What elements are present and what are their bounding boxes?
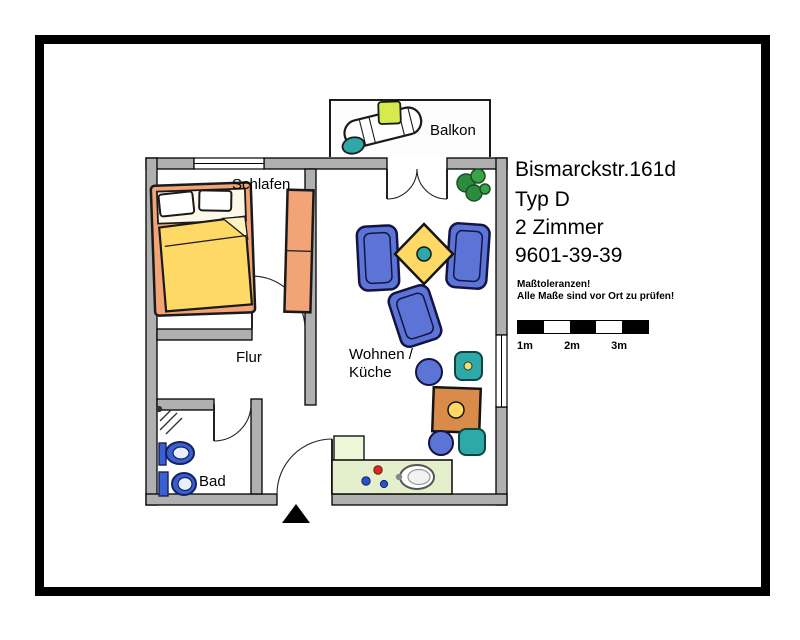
room-label-wohnen-line1: Wohnen /: [349, 346, 413, 363]
dining-table: [430, 385, 483, 435]
wall-bad-right: [250, 398, 263, 495]
page-frame: [35, 35, 770, 596]
coffee-table: [393, 222, 455, 286]
wall-schlafen-flur: [156, 328, 253, 341]
room-label-schlafen: Schlafen: [232, 176, 291, 193]
room-label-wohnen-line2: Küche: [349, 364, 392, 381]
scale-segment: [544, 321, 570, 333]
door-entrance: [276, 438, 333, 495]
kitchen-sink: [395, 464, 435, 490]
armchair-left: [355, 224, 401, 292]
type-line: Typ D: [515, 188, 570, 211]
address-line: Bismarckstr.161d: [515, 158, 677, 181]
scale-label-2m: 2m: [564, 340, 580, 352]
plan-number-line: 9601-39-39: [515, 244, 623, 267]
wall-bad-top: [156, 398, 215, 411]
dining-chair-3: [428, 430, 454, 456]
scale-bar: [517, 320, 649, 334]
windows: [193, 157, 508, 408]
dining-chair-2: [454, 351, 483, 381]
armchair-right: [445, 222, 491, 290]
wardrobe: [283, 188, 315, 314]
scale-segment: [596, 321, 622, 333]
scale-label-3m: 3m: [611, 340, 628, 352]
balcony-side-table: [341, 136, 366, 155]
toilet: [158, 471, 197, 497]
bed: [149, 181, 257, 317]
wall-top-2: [263, 157, 388, 170]
scale-segment: [622, 321, 648, 333]
entrance-arrow-icon: [282, 504, 310, 523]
wall-bottom-2: [331, 493, 508, 506]
wall-right-1: [495, 157, 508, 336]
lounger-cushion: [377, 100, 402, 125]
rooms-line: 2 Zimmer: [515, 216, 604, 239]
bathroom-sink: [158, 441, 195, 466]
scale-segment: [518, 321, 544, 333]
wall-bottom-1: [145, 493, 278, 506]
door-bad: [213, 403, 252, 442]
dining-chair-4: [458, 428, 486, 456]
shower-symbol: [155, 405, 183, 435]
room-label-balkon: Balkon: [430, 122, 476, 139]
scale-segment: [570, 321, 596, 333]
wall-right-2: [495, 406, 508, 506]
tolerance-notice-1: Maßtoleranzen!: [517, 279, 591, 290]
dining-chair-1: [415, 358, 443, 386]
scale-label-1m: 1m: [517, 340, 533, 352]
room-label-flur: Flur: [236, 349, 262, 366]
plant: [456, 168, 491, 202]
scale-labels: 1m 2m 3m: [517, 340, 655, 352]
stove: [361, 465, 389, 489]
room-label-bad: Bad: [199, 473, 226, 490]
armchair-bottom: [387, 283, 443, 349]
tolerance-notice-2: Alle Maße sind vor Ort zu prüfen!: [517, 291, 675, 302]
door-balcony-french: [386, 168, 448, 200]
balcony-lounger: [341, 100, 423, 155]
